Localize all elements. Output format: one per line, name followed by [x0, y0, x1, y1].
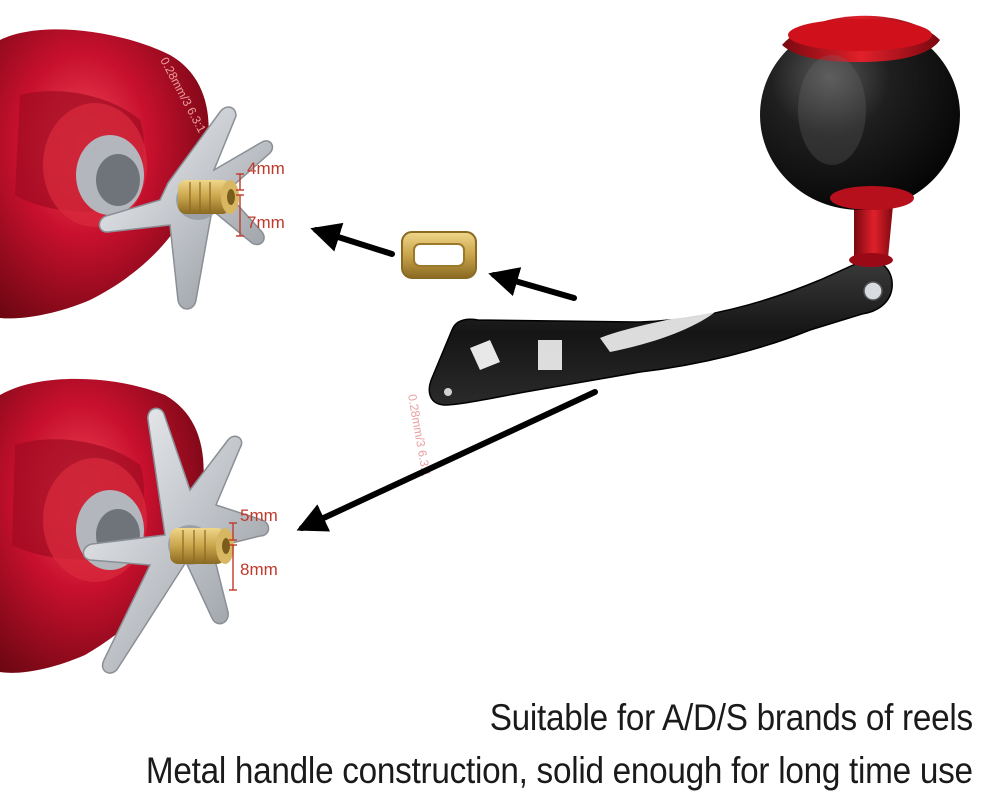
handle-screw-left [444, 388, 452, 396]
lower-reel: 0.28mm/3 6.3:1 5mm 8mm [0, 378, 433, 674]
handle-cutouts [470, 308, 720, 370]
upper-reel: 0.28mm/3 6.3:1 4mm 7mm [0, 29, 285, 319]
arrow-handle-to-bushing [488, 267, 577, 301]
lower-dim-bottom: 8mm [240, 560, 278, 579]
arrow-handle-to-lower-reel [296, 389, 598, 532]
upper-dimension-lines [236, 173, 244, 237]
handle-screw-right [863, 281, 883, 301]
handle-knob [760, 15, 960, 210]
reel-handle [428, 15, 960, 406]
upper-dim-top: 4mm [247, 159, 285, 178]
lower-reel-print: 0.28mm/3 6.3:1 [405, 393, 433, 478]
brass-adapter-bushing [401, 231, 477, 279]
upper-brass-shaft [178, 180, 239, 214]
arrows [296, 222, 598, 532]
caption-construction: Metal handle construction, solid enough … [146, 750, 973, 791]
lower-brass-shaft [170, 528, 234, 564]
lower-dimension-lines [229, 522, 237, 591]
caption-compatibility: Suitable for A/D/S brands of reels [489, 697, 973, 738]
lower-dim-top: 5mm [240, 506, 278, 525]
knob-stem [849, 195, 894, 267]
upper-dim-bottom: 7mm [247, 213, 285, 232]
arrow-bushing-to-upper-reel [310, 222, 395, 257]
